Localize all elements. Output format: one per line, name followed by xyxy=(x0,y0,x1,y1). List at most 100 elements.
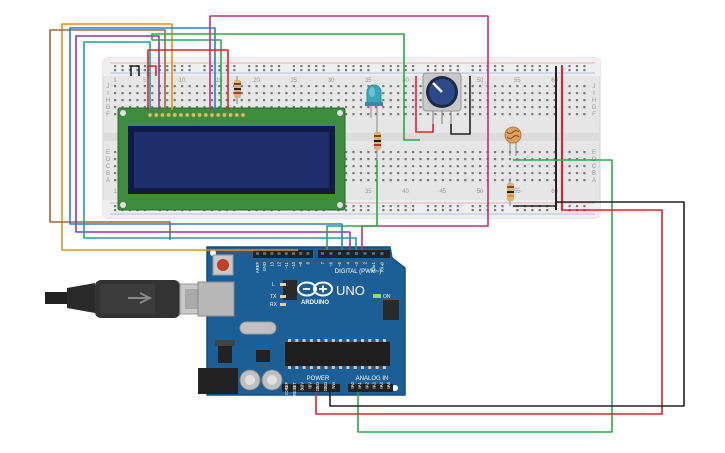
pin-label: ~9 xyxy=(298,261,303,266)
led-label-rx: RX xyxy=(270,302,278,308)
wire-magenta xyxy=(209,15,489,250)
lcd-display xyxy=(117,107,346,211)
wire-teal xyxy=(83,41,357,250)
wire-red-5v xyxy=(315,209,663,415)
pin-label: ~6 xyxy=(329,261,334,266)
wire-brown-outer xyxy=(49,29,171,240)
column-number: 40 xyxy=(402,189,409,195)
pin-label: A5 xyxy=(386,381,391,387)
column-number: 35 xyxy=(365,189,372,195)
wire-red-pot xyxy=(415,76,434,133)
wire-black-pot xyxy=(450,76,471,135)
row-letter: J xyxy=(593,84,596,90)
pin-label: 3.3V xyxy=(300,382,305,391)
row-letter: F xyxy=(592,112,596,118)
column-number: 15 xyxy=(216,78,223,84)
row-letter: E xyxy=(592,150,596,156)
pin-label: 12 xyxy=(277,261,282,266)
row-letter: B xyxy=(592,171,596,177)
pin-label: 4 xyxy=(346,261,351,264)
column-number: 25 xyxy=(290,78,297,84)
row-letter: H xyxy=(592,98,596,104)
pin-label: GND xyxy=(323,382,328,391)
column-number: 55 xyxy=(514,189,521,195)
analog-label: ANALOG IN xyxy=(356,376,389,382)
pin-label: A2 xyxy=(364,381,369,387)
row-letter: D xyxy=(106,157,111,163)
lcd-pins xyxy=(147,112,246,118)
column-number: 5 xyxy=(143,78,147,84)
pin-label: ~3 xyxy=(354,261,359,266)
potentiometer xyxy=(422,72,462,124)
brand-label: ARDUINO xyxy=(301,300,329,306)
column-number: 45 xyxy=(439,189,446,195)
pin-label: RX◂0 xyxy=(380,261,385,272)
digital-header-right xyxy=(318,250,390,258)
pin-label: A0 xyxy=(350,381,355,387)
model-label: UNO xyxy=(336,283,365,298)
pin-label: A1 xyxy=(357,381,362,387)
pin-label: ~10 xyxy=(291,261,296,269)
column-number: 50 xyxy=(477,189,484,195)
analog-header xyxy=(348,384,393,392)
pin-label: 7 xyxy=(320,261,325,264)
digital-label: DIGITAL (PWM~) xyxy=(335,269,382,275)
column-number: 1 xyxy=(113,78,117,84)
pin-label: ~11 xyxy=(284,261,289,268)
row-letter: E xyxy=(106,150,110,156)
pin-label: 2 xyxy=(363,261,368,264)
wire-black-rail xyxy=(130,65,140,76)
row-letter: C xyxy=(592,164,597,170)
digital-header-left xyxy=(253,250,313,258)
row-letter: A xyxy=(106,178,110,184)
wire-red-rail xyxy=(147,65,157,76)
row-letter: A xyxy=(592,178,596,184)
pin-label: 5V xyxy=(307,382,312,387)
pin-label: GND xyxy=(315,382,320,391)
row-letter: J xyxy=(107,84,110,90)
row-letter: I xyxy=(593,91,595,97)
row-letter: H xyxy=(106,98,110,104)
pin-label: 8 xyxy=(305,261,310,264)
pin-label: A3 xyxy=(372,381,377,387)
photoresistor xyxy=(504,126,522,156)
pin-label: RESET xyxy=(292,382,297,396)
led xyxy=(365,84,383,120)
led-label-l: L xyxy=(272,282,275,288)
column-number: 60 xyxy=(551,78,558,84)
pin-label: Vin xyxy=(331,381,336,388)
resistor-ldr xyxy=(507,178,514,206)
column-number: 35 xyxy=(365,78,372,84)
wire-black-gnd xyxy=(329,201,685,407)
row-letter: G xyxy=(592,105,597,111)
column-number: 10 xyxy=(179,78,186,84)
wires xyxy=(49,15,685,433)
wire-green-a0 xyxy=(357,159,613,433)
resistor-lcd xyxy=(234,76,241,104)
row-letter: C xyxy=(106,164,111,170)
wire-blue xyxy=(69,27,343,250)
power-label: POWER xyxy=(307,376,330,382)
column-number: 40 xyxy=(402,78,409,84)
power-jack xyxy=(198,368,238,394)
wire-green-pot xyxy=(151,33,420,141)
row-letter: G xyxy=(106,105,111,111)
wire-green-led xyxy=(326,160,378,250)
row-letter: I xyxy=(107,91,109,97)
column-number: 50 xyxy=(477,78,484,84)
wire-orange xyxy=(61,23,298,251)
pin-label: IOREF xyxy=(284,382,289,395)
column-number: 60 xyxy=(551,189,558,195)
led-label-tx: TX xyxy=(270,294,277,300)
wire-red-lcd xyxy=(147,49,229,110)
row-letter: B xyxy=(106,171,110,177)
column-number: 55 xyxy=(514,78,521,84)
wire-purple xyxy=(75,35,351,250)
column-number: 20 xyxy=(253,78,260,84)
